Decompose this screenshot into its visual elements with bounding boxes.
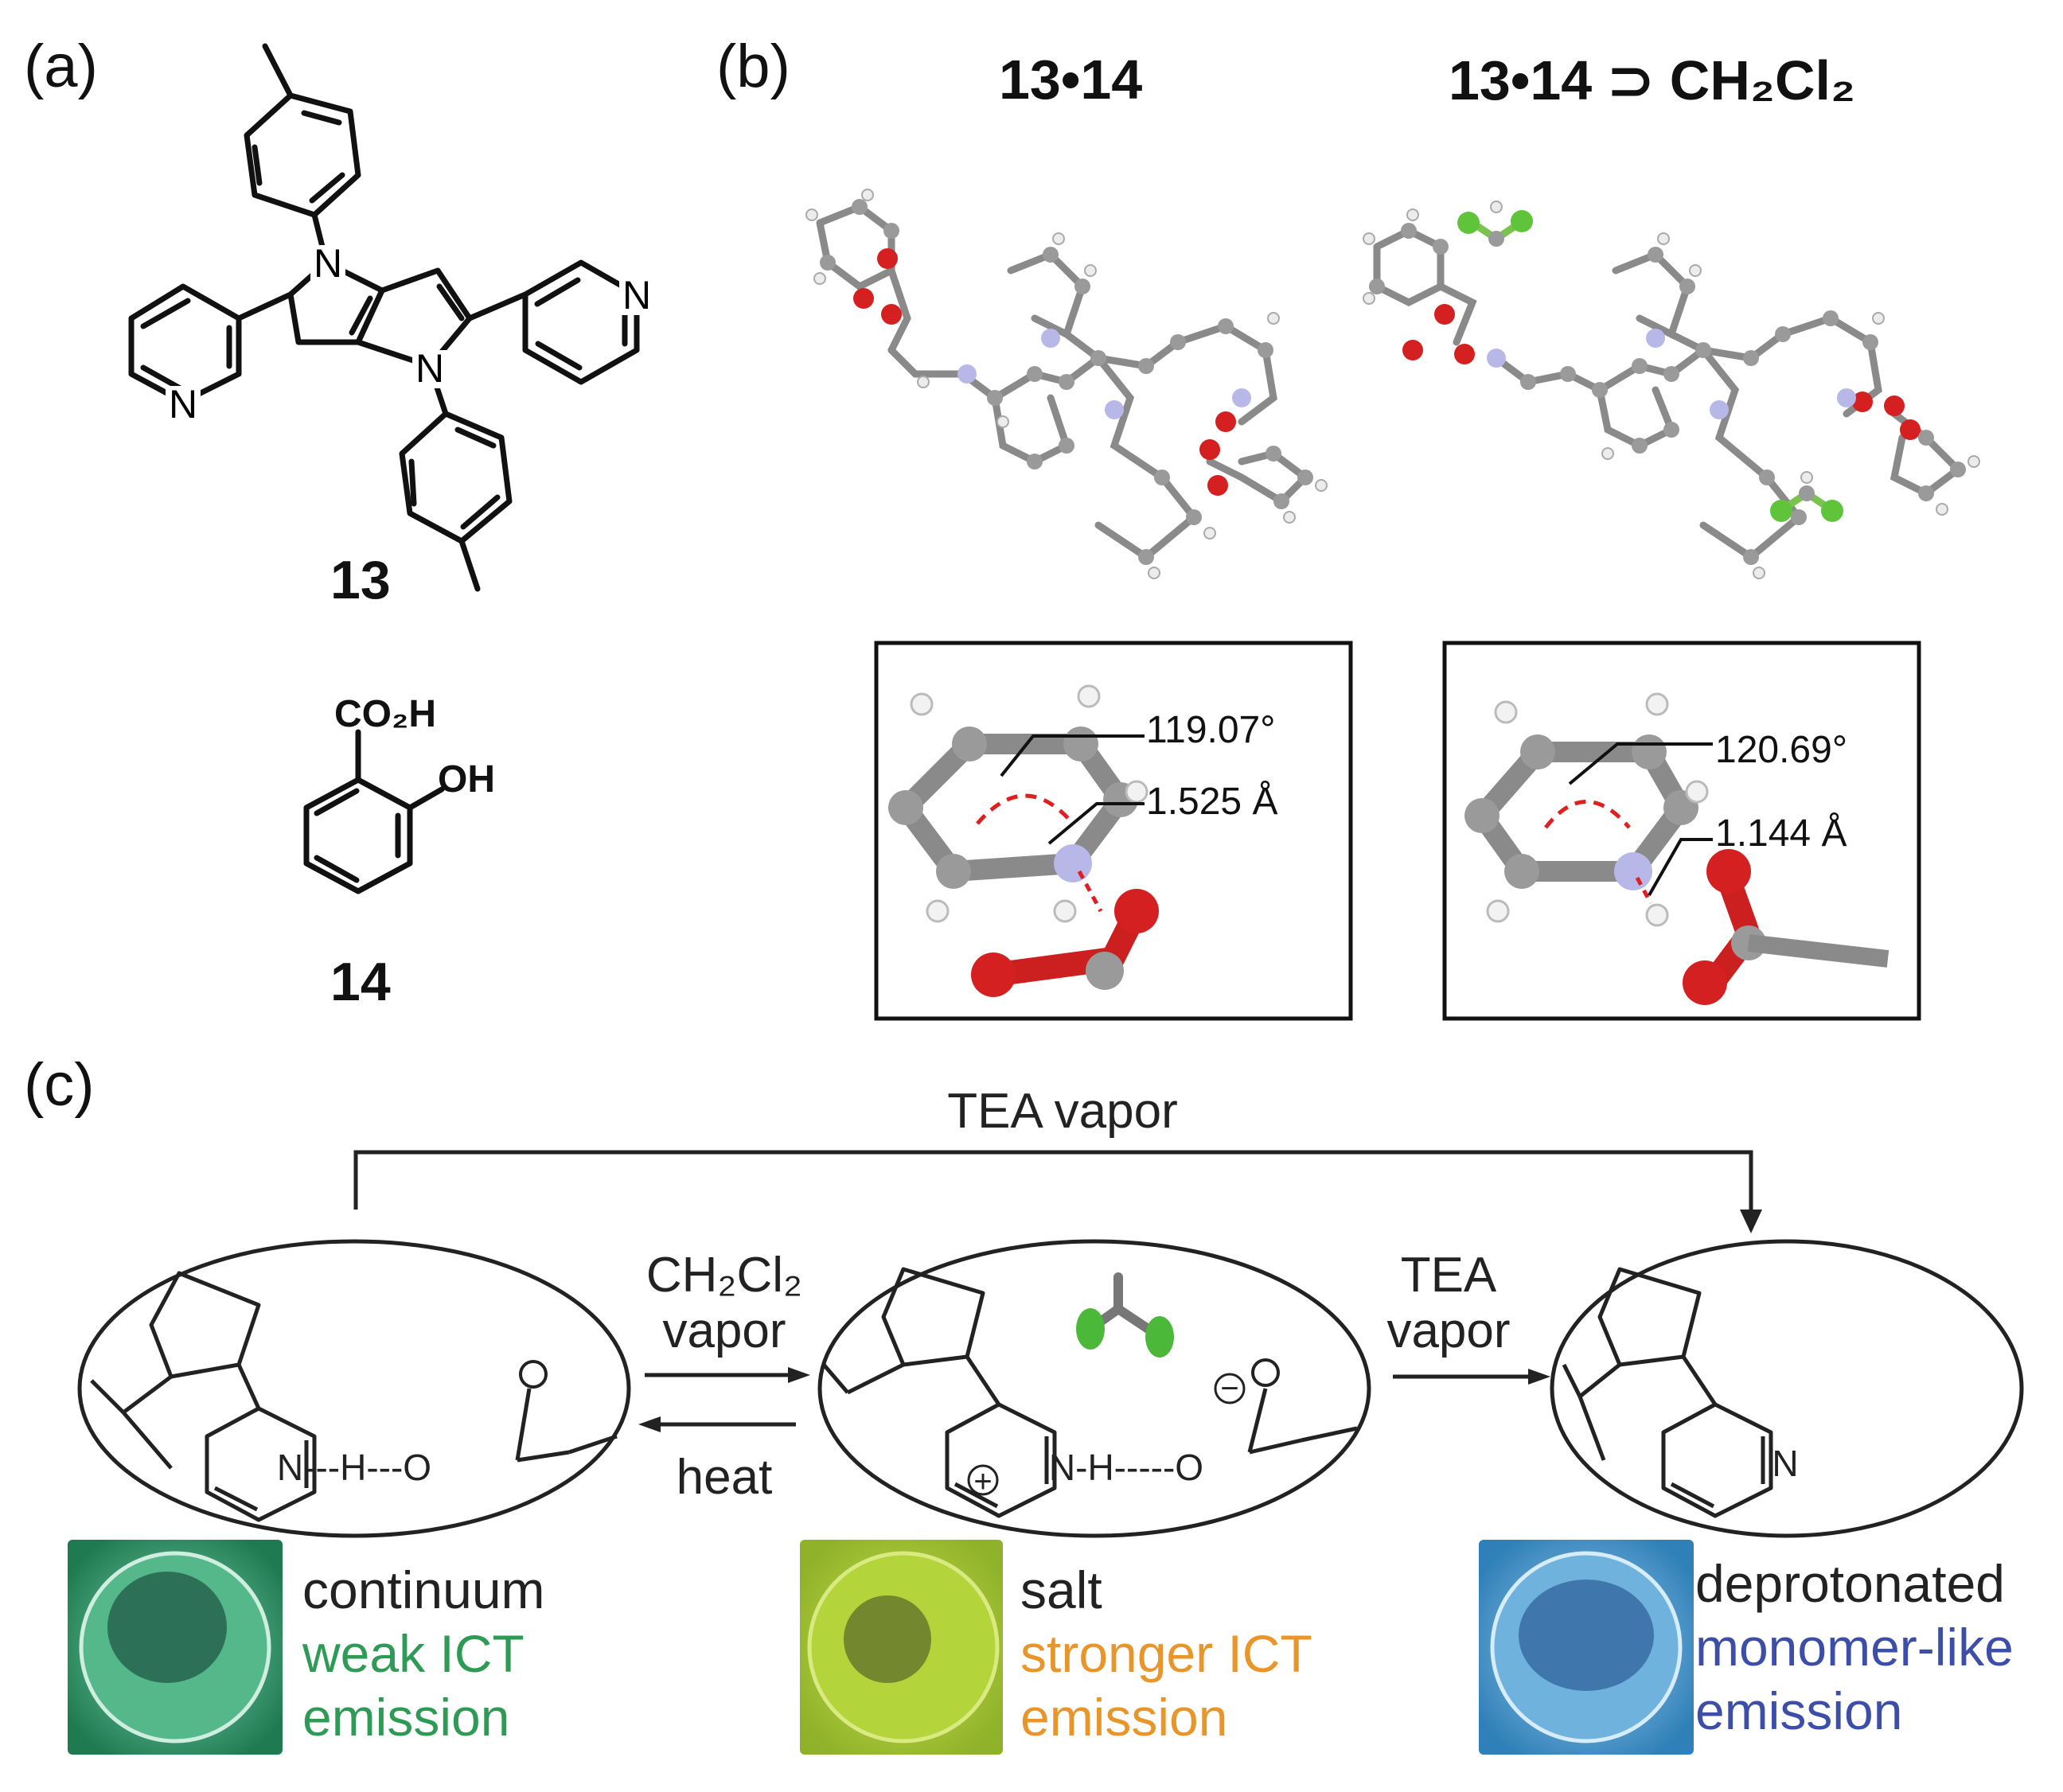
panel-label-b: (b) [716, 33, 790, 100]
state-desc: stronger ICT [1020, 1624, 1312, 1683]
heat-label: heat [676, 1450, 773, 1505]
continuum-sample-photo [68, 1540, 283, 1755]
co2h-label: CO₂H [334, 693, 436, 735]
structure-13: N N N N [128, 43, 654, 592]
oh-label: OH [438, 758, 495, 801]
compound-14-label: 14 [330, 952, 391, 1012]
state-name: salt [1020, 1560, 1102, 1619]
panel-label-a: (a) [24, 33, 98, 100]
deprotonated-sample-photo [1479, 1540, 1694, 1755]
hbond-text-continuum: N---H---O [277, 1447, 431, 1488]
header-13-14-ch2cl2: 13•14 ⊃ CH₂Cl₂ [1449, 49, 1856, 111]
crystal-structure-13-14 [805, 189, 1328, 579]
state-name: continuum [302, 1560, 545, 1619]
ch2cl2-vapor-label: CH₂Cl₂ vapor [629, 1248, 820, 1359]
state-desc: emission [302, 1688, 510, 1747]
ch2cl2-text: CH₂Cl₂ [645, 1248, 803, 1303]
salt-sample-photo [800, 1540, 1003, 1755]
atom-n-label: N [415, 346, 444, 391]
caption-continuum: continuum weak ICT emission [302, 1558, 545, 1749]
structure-14 [303, 729, 445, 894]
plus-charge: + [973, 1464, 992, 1499]
vapor-text: vapor [1386, 1303, 1511, 1358]
caption-deprotonated: deprotonated monomer-like emission [1695, 1552, 2014, 1743]
tea-vapor-mid-label: TEA vapor [1353, 1248, 1544, 1359]
zoom-box-left [874, 641, 1353, 1021]
state-desc: emission [1695, 1681, 1903, 1740]
reaction-arrows [638, 1367, 1550, 1432]
state-desc: emission [1020, 1688, 1228, 1747]
panel-label-c: (c) [24, 1051, 95, 1119]
tea-vapor-top-label: TEA vapor [947, 1084, 1178, 1139]
vapor-text: vapor [662, 1303, 786, 1358]
distance-label-left: 1.525 Å [1146, 781, 1278, 823]
atom-n-label: N [169, 382, 197, 427]
atom-n-label: N [314, 241, 342, 286]
atom-n-label: N [622, 273, 651, 317]
salt-ellipse: + − N-H-----O [817, 1239, 1371, 1538]
continuum-ellipse: N---H---O [77, 1239, 631, 1538]
angle-label-left: 119.07° [1146, 709, 1276, 751]
distance-label-right: 1.144 Å [1715, 812, 1847, 855]
state-name: deprotonated [1695, 1554, 2006, 1613]
deprotonated-ellipse: N [1550, 1239, 2024, 1538]
pyridine-n-label: N [1772, 1443, 1798, 1484]
zoom-box-right [1442, 641, 1921, 1021]
compound-13-label: 13 [330, 550, 391, 610]
angle-label-right: 120.69° [1715, 729, 1848, 771]
minus-charge: − [1220, 1371, 1238, 1406]
crystal-structure-13-14-ch2cl2 [1363, 201, 1980, 579]
state-desc: weak ICT [302, 1624, 525, 1683]
state-desc: monomer-like [1695, 1618, 2014, 1677]
tea-text: TEA [1400, 1248, 1497, 1303]
tea-bypass-arrow [353, 1150, 1762, 1233]
header-13-14: 13•14 [999, 49, 1143, 111]
caption-salt: salt stronger ICT emission [1020, 1558, 1312, 1749]
hbond-text-salt: N-H-----O [1049, 1447, 1203, 1488]
